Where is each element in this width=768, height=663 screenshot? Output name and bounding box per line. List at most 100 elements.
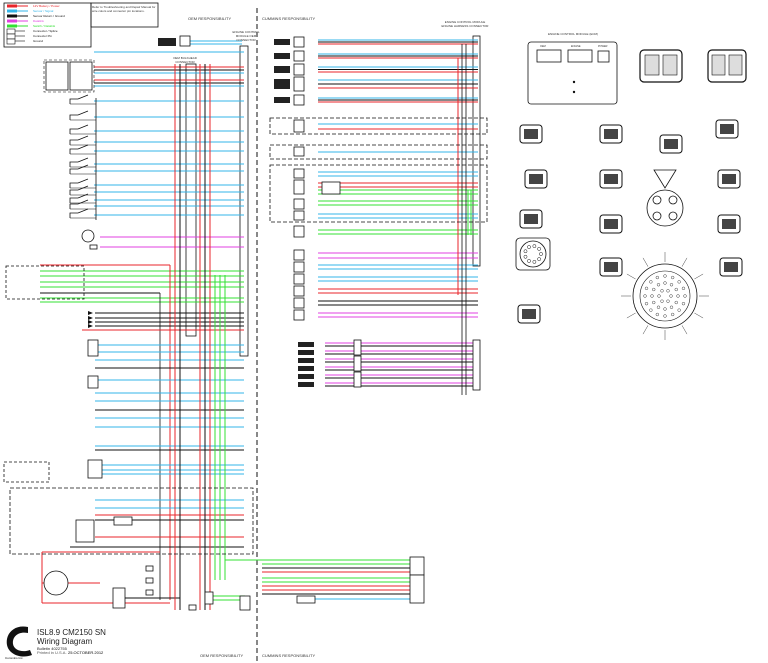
connector-pin	[644, 302, 649, 306]
legend-note: Refer to Troubleshooting and Repair Manu…	[92, 5, 156, 13]
ecm-port-power	[597, 50, 610, 63]
document-title: ISL8.9 CM2150 SN	[37, 628, 106, 637]
connector-pin	[537, 257, 541, 261]
connector-pin	[671, 275, 675, 280]
connector-pin	[669, 283, 674, 287]
sensor-connector	[293, 36, 305, 48]
fuse	[145, 589, 154, 596]
sensor-connector	[293, 179, 305, 195]
connector-pins	[524, 129, 538, 139]
connector-pin	[527, 259, 531, 263]
connector-pins	[604, 129, 618, 139]
connector-pins	[722, 174, 736, 184]
pin-leader-line	[626, 312, 636, 319]
legend	[3, 2, 159, 48]
round-engine-connector	[632, 263, 698, 329]
sensor-body	[274, 66, 290, 73]
connector-pin	[650, 294, 654, 298]
connector-pins	[604, 219, 618, 229]
connector-pin	[677, 280, 681, 284]
sensor-connector	[293, 50, 305, 62]
four-pin-connector-view	[646, 189, 684, 227]
connector-pin	[652, 211, 662, 221]
sensor-connector	[293, 297, 305, 309]
injector-connector	[353, 339, 362, 356]
ecm-port-oem-label: OEM	[540, 45, 546, 48]
legend-label: Sensor Return / Ground	[33, 14, 65, 18]
connector-pin	[669, 294, 673, 298]
connector-pin	[663, 274, 667, 278]
ecm-port-engine	[567, 49, 593, 63]
sensor-connector	[293, 285, 305, 297]
connector-pin	[676, 294, 680, 298]
pin-leader-line	[694, 273, 704, 280]
oem-responsibility-top: OEM RESPONSIBILITY	[188, 16, 232, 21]
legend-symbol	[6, 28, 16, 35]
connector-pin	[539, 252, 543, 256]
pedal-connector-b	[69, 61, 93, 91]
engine-harness-connector-a	[409, 556, 425, 576]
sensor-connector-view	[653, 169, 677, 189]
sensor-connector	[293, 273, 305, 285]
top-sensor-body	[158, 38, 176, 46]
connector-pin	[644, 286, 649, 290]
pin-leader-line	[681, 325, 688, 335]
connector-pin	[660, 289, 664, 293]
sensor-body	[274, 79, 290, 89]
fuse	[145, 565, 154, 572]
sensor-connector	[293, 309, 305, 321]
sensor-connector	[293, 76, 305, 92]
datalink-box	[5, 265, 85, 300]
legend-symbol	[6, 38, 16, 45]
connector-pin	[532, 244, 537, 248]
pedal-dashed-box	[43, 59, 95, 93]
datalink-terminator	[204, 591, 214, 605]
connector-pin	[656, 305, 661, 309]
switch-icon	[69, 124, 89, 134]
sensor-connector	[293, 198, 305, 210]
legend-swatch	[7, 9, 17, 13]
sensor-connector	[293, 94, 305, 106]
sensor-connector	[87, 339, 99, 357]
legend-swatch	[7, 4, 17, 8]
switch-icon	[69, 144, 89, 154]
connector-pin	[668, 195, 678, 205]
document-subtitle: Wiring Diagram	[37, 637, 93, 646]
connector-pin	[652, 300, 656, 305]
bulletin-number: Bulletin 4022755	[37, 646, 67, 651]
optional-sensor-box-1	[269, 117, 488, 135]
pin-leader-line	[642, 257, 649, 267]
diode-icon	[88, 324, 93, 328]
fuse-box	[113, 516, 133, 526]
fuse	[188, 604, 197, 611]
connector-pin	[655, 312, 659, 317]
connector-pin	[657, 294, 661, 298]
connector-pin	[643, 294, 647, 298]
legend-label: Switch / Datalink	[33, 24, 56, 28]
sensor-connector	[293, 146, 305, 157]
switch-icon	[69, 135, 89, 145]
oem-responsibility-bottom: OEM RESPONSIBILITY	[200, 653, 244, 658]
oem-ecm-connector	[239, 45, 249, 357]
ecm-port-engine-label: ENGINE	[571, 45, 581, 48]
injector-body	[298, 342, 314, 347]
legend-swatch	[7, 24, 17, 28]
connector-pin	[668, 211, 678, 221]
connector-pin	[674, 287, 678, 292]
legend-swatch	[7, 14, 17, 18]
inline-connector	[296, 595, 316, 604]
connector-pin	[663, 281, 667, 285]
brand-name: Cummins Inc.	[5, 656, 24, 660]
connector-pin	[660, 299, 664, 303]
pin-leader-line	[626, 273, 636, 280]
engine-harness-connector-b	[409, 574, 425, 604]
connector-pin	[681, 286, 686, 290]
datalink-component	[89, 244, 98, 250]
connector-pins	[524, 214, 538, 224]
legend-label: Ground	[33, 39, 44, 43]
pin-leader-line	[681, 257, 688, 267]
injector-body	[298, 374, 314, 379]
print-date: 25.OCTOBER.2012	[68, 650, 104, 655]
connector-pin	[537, 247, 541, 251]
